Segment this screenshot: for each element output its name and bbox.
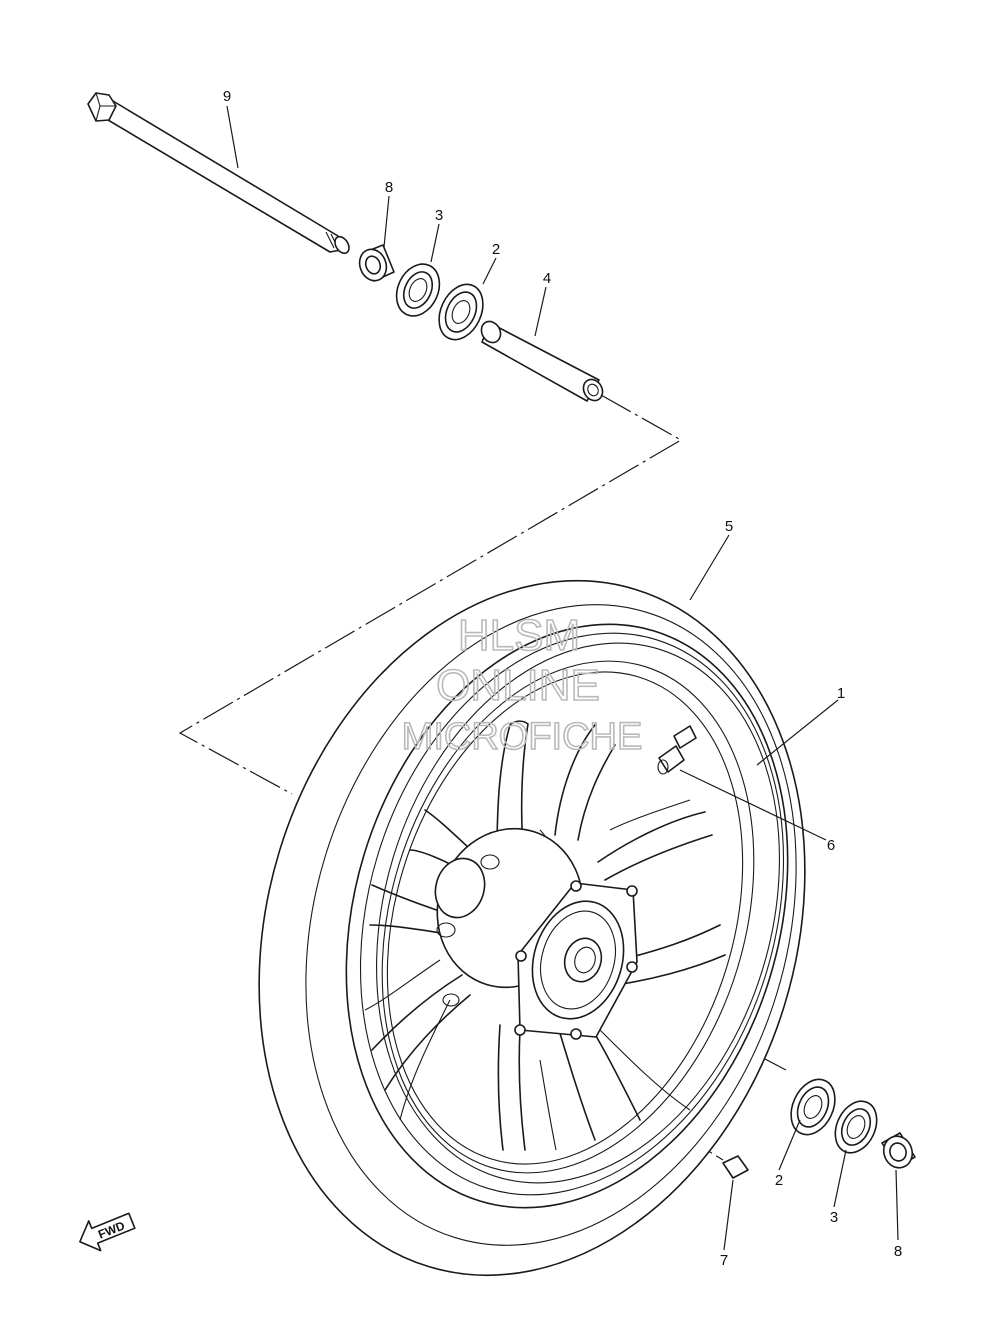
- callout-1: 1: [837, 685, 845, 702]
- balance-weight[interactable]: [722, 1155, 749, 1179]
- oil-seal-upper[interactable]: [388, 257, 447, 323]
- forward-direction-arrow: FWD: [79, 1212, 136, 1252]
- callout-3-lower: 3: [830, 1209, 838, 1226]
- front-axle[interactable]: [87, 92, 352, 256]
- valve-stem[interactable]: [657, 725, 697, 775]
- spacer-collar[interactable]: [478, 318, 607, 404]
- callout-4: 4: [543, 270, 551, 287]
- watermark: HLSM ONLINE MICROFICHE: [401, 610, 643, 759]
- watermark-line-3: MICROFICHE: [402, 716, 643, 758]
- cast-wheel[interactable]: [277, 569, 857, 1263]
- callout-9: 9: [223, 88, 231, 105]
- callout-7: 7: [720, 1252, 728, 1269]
- disc-mount-boss: [514, 880, 638, 1040]
- leader-lines: [226, 105, 899, 1251]
- oil-seal-lower[interactable]: [827, 1095, 884, 1160]
- bearing-lower[interactable]: [783, 1072, 844, 1141]
- callout-3-upper: 3: [435, 207, 443, 224]
- callout-numbers: 9 8 3 2 4 5 1 6 7 2 3 8: [223, 88, 902, 1269]
- callout-8-lower: 8: [894, 1243, 902, 1260]
- callout-2-lower: 2: [775, 1172, 783, 1189]
- callout-8-upper: 8: [385, 179, 393, 196]
- collar-lower[interactable]: [879, 1132, 916, 1172]
- callout-6: 6: [827, 837, 835, 854]
- callout-5: 5: [725, 518, 733, 535]
- bearing-upper[interactable]: [431, 277, 492, 346]
- collar-upper[interactable]: [355, 244, 395, 284]
- watermark-line-1: HLSM: [458, 611, 580, 660]
- watermark-line-2: ONLINE: [436, 661, 600, 710]
- callout-2-upper: 2: [492, 241, 500, 258]
